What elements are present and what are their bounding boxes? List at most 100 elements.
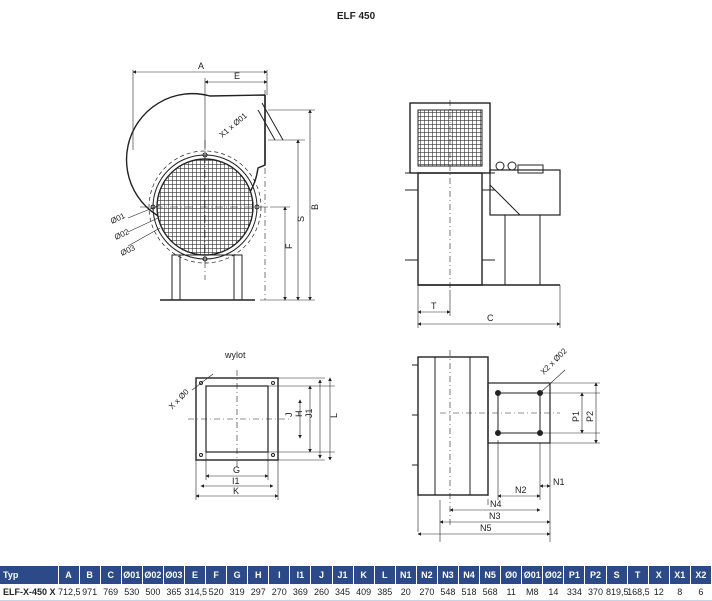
table-cell: 385 — [374, 584, 396, 601]
table-header-col-26: P2 — [584, 566, 607, 584]
table-header-col-1: A — [58, 566, 80, 584]
table-cell: 20 — [395, 584, 417, 601]
table-cell: ELF-X-450 X — [0, 584, 58, 601]
table-cell: 297 — [247, 584, 269, 601]
table-header-col-20: N4 — [458, 566, 481, 584]
table-cell: 500 — [142, 584, 164, 601]
front-stand — [171, 254, 243, 301]
label-x1: X1 x Ø01 — [218, 111, 250, 140]
table-cell: 345 — [332, 584, 354, 601]
table-cell: 530 — [121, 584, 143, 601]
table-cell: 518 — [458, 584, 480, 601]
table-header-col-8: F — [205, 566, 228, 584]
table-header-col-9: G — [226, 566, 249, 584]
table-header-col-7: E — [184, 566, 207, 584]
label-k: K — [233, 486, 239, 496]
label-n2: N2 — [515, 485, 527, 495]
table-header-col-3: C — [100, 566, 122, 584]
table-cell: 548 — [437, 584, 459, 601]
table-header-col-12: I1 — [289, 566, 312, 584]
table-header-typ: Typ — [0, 566, 59, 584]
drawing-title: ELF 450 — [336, 11, 376, 22]
label-c: C — [487, 313, 494, 323]
label-b: B — [310, 204, 320, 210]
label-x0: X x Ø0 — [167, 387, 191, 411]
table-cell: 8 — [669, 584, 691, 601]
table-header-col-10: H — [247, 566, 270, 584]
table-cell: 370 — [584, 584, 607, 601]
table-cell: 334 — [563, 584, 585, 601]
table-header-col-29: X — [648, 566, 670, 584]
table-header-col-4: Ø01 — [121, 566, 143, 584]
label-j1: J1 — [304, 408, 314, 418]
label-x2: X2 x Ø02 — [539, 346, 569, 376]
table-header-col-25: P1 — [563, 566, 586, 584]
side-view — [405, 100, 561, 328]
table-header-col-17: N1 — [395, 566, 417, 584]
table-cell: 369 — [289, 584, 311, 601]
table-cell: 319 — [226, 584, 248, 601]
label-p1: P1 — [571, 411, 581, 422]
label-n5: N5 — [480, 523, 492, 533]
label-j: J — [284, 413, 294, 418]
table-cell: 6 — [690, 584, 712, 601]
table-header-col-16: L — [374, 566, 396, 584]
label-n1: N1 — [553, 477, 565, 487]
table-header-col-19: N3 — [437, 566, 459, 584]
technical-drawing: A E B S F X1 x Ø01 Ø01 Ø02 Ø03 T C — [109, 61, 600, 542]
table-header-col-5: Ø02 — [142, 566, 164, 584]
table-cell: 168,5 — [627, 584, 650, 601]
label-p2: P2 — [585, 411, 595, 422]
table-header-col-31: X2 — [690, 566, 712, 584]
table-header-col-6: Ø03 — [163, 566, 185, 584]
label-wylot: wylot — [224, 350, 246, 360]
outlet-view — [188, 370, 335, 500]
table-header-col-28: T — [627, 566, 649, 584]
table-cell: 520 — [205, 584, 227, 601]
table-cell: 712,5 — [58, 584, 81, 601]
table-header-col-22: Ø0 — [500, 566, 523, 584]
label-l: L — [329, 413, 339, 418]
table-cell: 819,5 — [606, 584, 629, 601]
table-cell: 12 — [648, 584, 670, 601]
label-t: T — [431, 301, 437, 311]
label-d3: Ø03 — [119, 243, 137, 258]
base-view — [412, 350, 600, 542]
base-housing — [417, 356, 489, 496]
label-d1: Ø01 — [109, 211, 127, 226]
table-cell: M8 — [521, 584, 543, 601]
table-cell: 314,5 — [184, 584, 207, 601]
label-f: F — [284, 243, 294, 249]
table-cell: 14 — [542, 584, 564, 601]
table-header-col-11: I — [268, 566, 291, 584]
table-cell: 270 — [416, 584, 438, 601]
outlet-outer-flange — [195, 377, 279, 461]
table-header-col-14: J1 — [332, 566, 354, 584]
label-d2: Ø02 — [113, 227, 131, 242]
table-header-col-24: Ø02 — [542, 566, 565, 584]
housing-side — [417, 172, 483, 286]
label-s: S — [296, 216, 306, 222]
table-header-col-27: S — [606, 566, 628, 584]
table-header-col-30: X1 — [669, 566, 691, 584]
front-view — [125, 70, 315, 301]
table-cell: 365 — [163, 584, 185, 601]
table-cell: 270 — [268, 584, 290, 601]
table-header-col-23: Ø01 — [521, 566, 544, 584]
label-h2: H — [294, 411, 304, 418]
table-header-col-21: N5 — [479, 566, 502, 584]
table-cell: 769 — [100, 584, 122, 601]
label-n3: N3 — [489, 511, 501, 521]
table-cell: 568 — [479, 584, 501, 601]
table-header-col-13: J — [310, 566, 333, 584]
table-header-col-18: N2 — [416, 566, 438, 584]
table-cell: 260 — [310, 584, 333, 601]
label-a: A — [198, 61, 204, 71]
label-g: G — [233, 465, 240, 475]
table-cell: 409 — [353, 584, 375, 601]
table-header-col-2: B — [79, 566, 101, 584]
motor-body — [489, 169, 561, 216]
table-cell: 971 — [79, 584, 101, 601]
